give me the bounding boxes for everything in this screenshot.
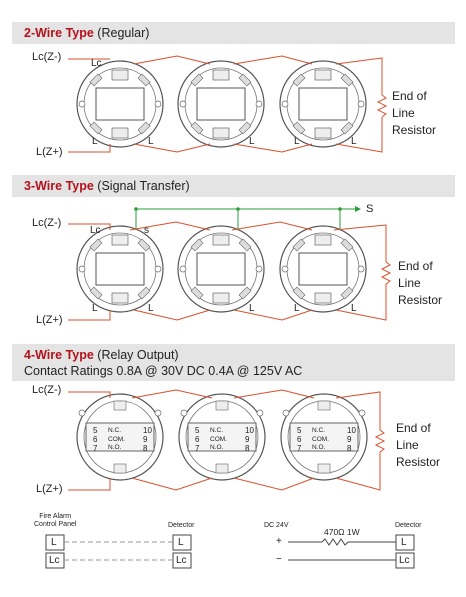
terminal-label-l: L xyxy=(294,136,300,147)
terminal-label-l: L xyxy=(249,136,255,147)
minus-sign: − xyxy=(276,554,282,565)
terminal-lc: Lc xyxy=(49,555,60,566)
section-title-2-wire: 2-Wire Type (Regular) xyxy=(24,26,150,40)
terminal-label-l: L xyxy=(92,136,98,147)
section-band-4-wire: 4-Wire Type (Relay Output) Contact Ratin… xyxy=(12,344,455,381)
terminal-label-l: L xyxy=(148,136,154,147)
resistor-symbol xyxy=(374,429,386,453)
terminal-label-l: L xyxy=(148,303,154,314)
legend-eol-resistor xyxy=(288,534,415,569)
relay-contact-labels: N.C.COM.N.O. xyxy=(210,427,227,451)
terminal-label-l: L xyxy=(294,303,300,314)
detector-base xyxy=(177,60,265,148)
line-label-l: L(Z+) xyxy=(36,314,63,326)
resistor-symbol xyxy=(376,94,388,118)
relay-contact-labels: N.C.COM.N.O. xyxy=(108,427,125,451)
terminal-label-lc: Lc xyxy=(90,225,101,236)
detector-label: Detector xyxy=(395,522,422,529)
terminal-label-l: L xyxy=(92,303,98,314)
terminal-label-s: s xyxy=(144,225,149,236)
terminal-label-l: L xyxy=(351,303,357,314)
control-panel-label: Fire Alarm Control Panel xyxy=(34,513,77,528)
terminal-label-l: L xyxy=(351,136,357,147)
terminal-label-lc: Lc xyxy=(91,58,102,69)
resistor-symbol xyxy=(380,261,392,285)
line-label-lc: Lc(Z-) xyxy=(32,217,62,229)
diagram-4-wire xyxy=(68,389,386,491)
contact-ratings: Contact Ratings 0.8A @ 30V DC 0.4A @ 125… xyxy=(24,364,303,378)
line-label-l: L(Z+) xyxy=(36,483,63,495)
section-band-2-wire: 2-Wire Type (Regular) xyxy=(12,22,455,44)
line-label-l: L(Z+) xyxy=(36,146,63,158)
terminal-label-l: L xyxy=(249,303,255,314)
section-band-3-wire: 3-Wire Type (Signal Transfer) xyxy=(12,175,455,197)
resistor-label: 470Ω 1W xyxy=(324,527,360,537)
diagram-3-wire xyxy=(68,206,392,321)
section-title-3-wire: 3-Wire Type (Signal Transfer) xyxy=(24,179,190,193)
terminal-l: L xyxy=(401,537,407,548)
terminal-lc: Lc xyxy=(176,555,187,566)
plus-sign: + xyxy=(276,536,282,547)
detector-base xyxy=(177,225,265,313)
diagram-2-wire xyxy=(68,55,388,153)
signal-label: S xyxy=(366,203,374,215)
detector-base xyxy=(76,60,164,148)
line-label-lc: Lc(Z-) xyxy=(32,51,62,63)
legend-panel-to-detector xyxy=(45,534,192,569)
terminal-l: L xyxy=(178,537,184,548)
terminal-l: L xyxy=(51,537,57,548)
detector-base xyxy=(279,60,367,148)
detector-base xyxy=(76,225,164,313)
line-label-lc: Lc(Z-) xyxy=(32,384,62,396)
detector-label: Detector xyxy=(168,522,195,529)
section-title-4-wire: 4-Wire Type (Relay Output) xyxy=(24,348,179,362)
supply-label: DC 24V xyxy=(264,522,289,529)
relay-contact-labels: N.C.COM.N.O. xyxy=(312,427,329,451)
terminal-lc: Lc xyxy=(399,555,410,566)
detector-base xyxy=(279,225,367,313)
